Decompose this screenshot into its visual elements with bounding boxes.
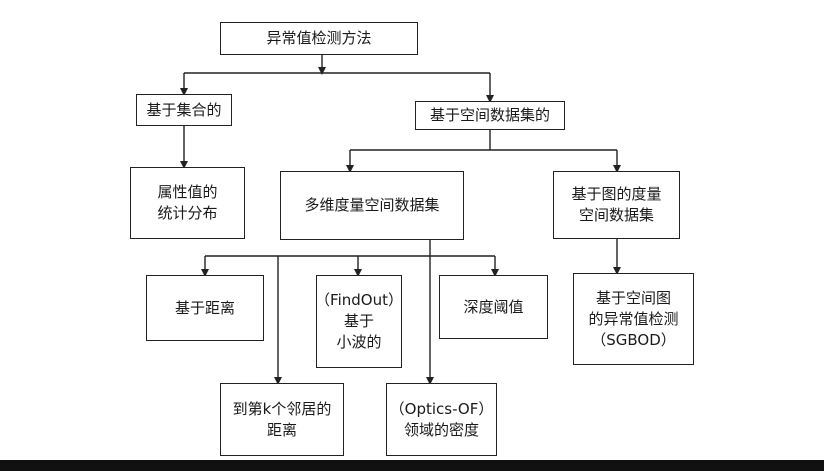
node-optics-of-line2: 领域的密度	[403, 420, 479, 439]
node-root-label: 异常值检测方法	[266, 29, 372, 47]
node-findout: （FindOut） 基于 小波的	[315, 275, 403, 368]
node-distance: 基于距离	[146, 275, 264, 341]
node-optics-of: （Optics-OF） 领域的密度	[386, 383, 497, 456]
node-spatial-based-label: 基于空间数据集的	[429, 106, 550, 124]
node-attribute-stats: 属性值的 统计分布	[130, 167, 245, 239]
node-depth-threshold: 深度阈值	[439, 275, 548, 339]
node-sgbod-line3: （SGBOD）	[591, 330, 676, 349]
node-multi-dim-label: 多维度量空间数据集	[304, 196, 440, 214]
node-spatial-based: 基于空间数据集的	[415, 101, 565, 130]
node-sgbod: 基于空间图 的异常值检测 （SGBOD）	[573, 273, 694, 365]
node-findout-line3: 小波的	[336, 333, 382, 351]
node-kth-neighbor: 到第k个邻居的 距离	[220, 383, 344, 456]
node-attribute-stats-line1: 属性值的	[157, 183, 218, 201]
node-optics-of-line1: （Optics-OF）	[389, 399, 494, 418]
node-root: 异常值检测方法	[220, 22, 418, 55]
node-kth-neighbor-line1: 到第k个邻居的	[232, 399, 332, 418]
node-graph-metric-line2: 空间数据集	[578, 206, 654, 224]
node-kth-neighbor-line2: 距离	[266, 420, 297, 439]
node-depth-threshold-label: 深度阈值	[463, 297, 524, 316]
node-graph-metric-line1: 基于图的度量	[571, 185, 662, 203]
node-attribute-stats-line2: 统计分布	[157, 204, 218, 222]
node-set-based: 基于集合的	[136, 94, 232, 126]
node-findout-line2: 基于	[343, 312, 374, 330]
node-sgbod-line2: 的异常值检测	[588, 309, 679, 328]
node-distance-label: 基于距离	[174, 298, 235, 317]
node-graph-metric: 基于图的度量 空间数据集	[553, 171, 680, 239]
node-sgbod-line1: 基于空间图	[595, 288, 671, 307]
bottom-border-bar	[0, 460, 824, 471]
node-multi-dim: 多维度量空间数据集	[280, 171, 464, 240]
node-findout-line1: （FindOut）	[315, 291, 403, 309]
node-set-based-label: 基于集合的	[146, 100, 222, 119]
